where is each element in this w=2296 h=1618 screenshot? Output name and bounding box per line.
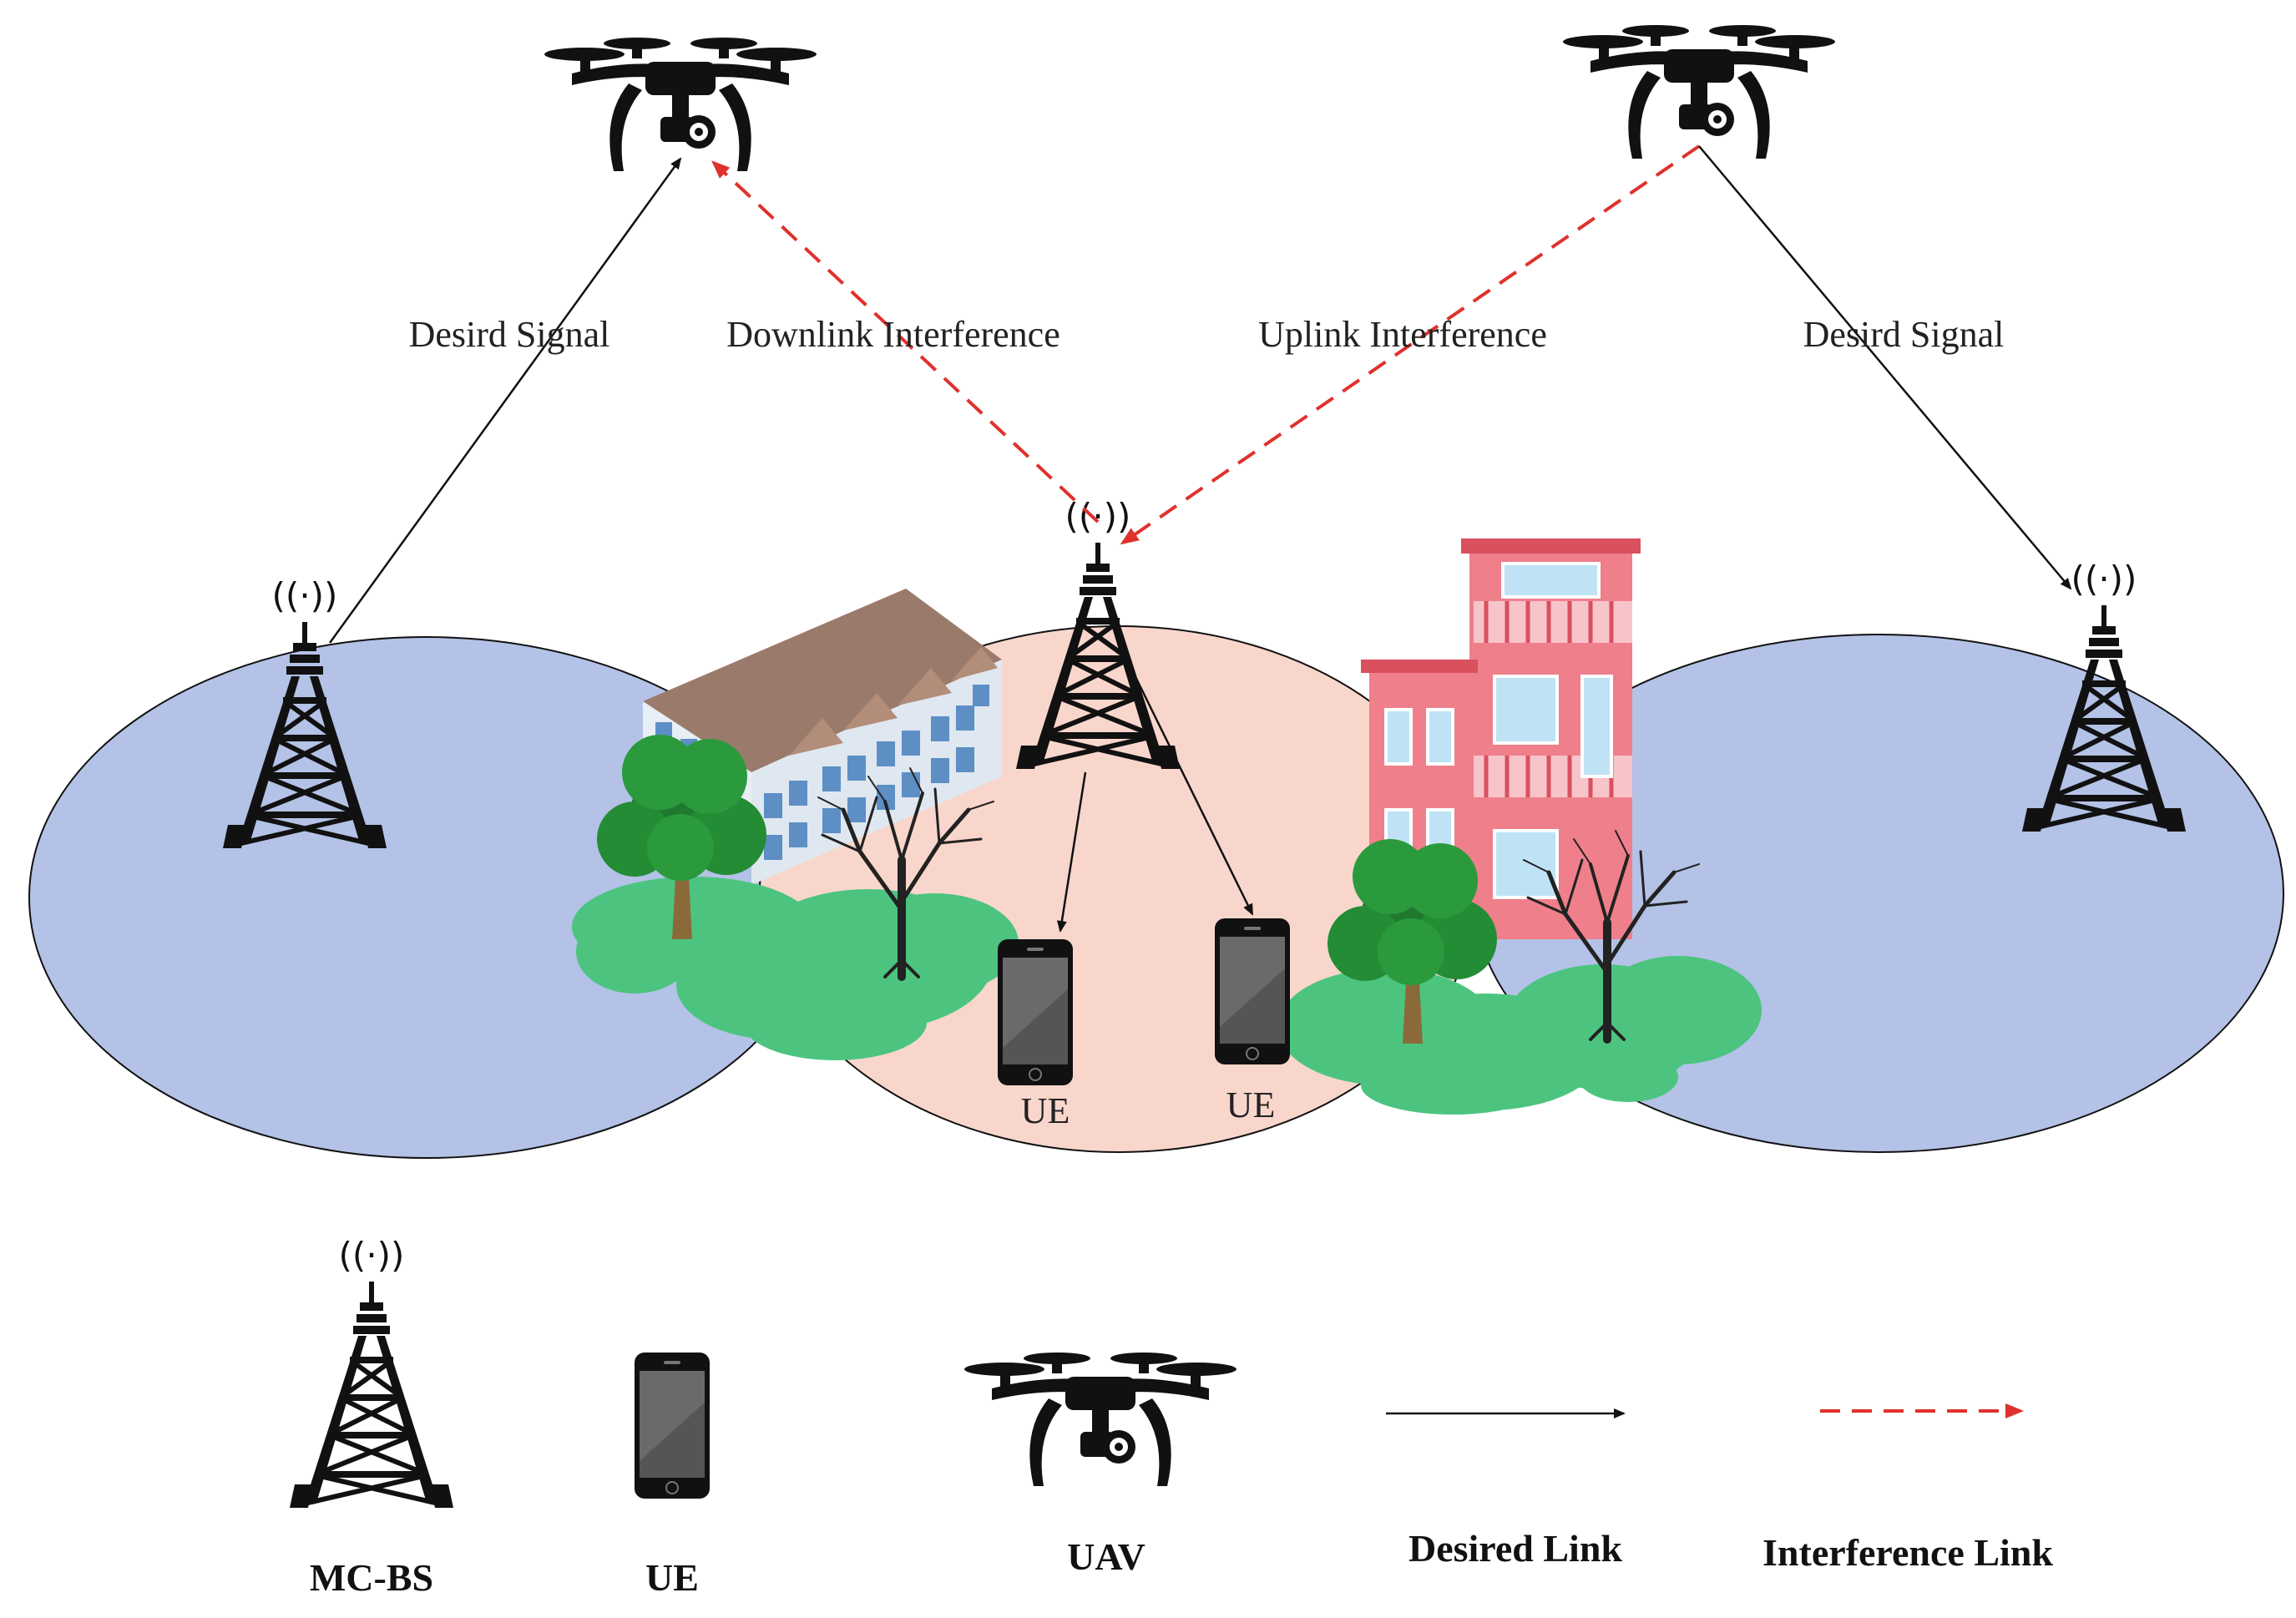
downlink-interference-label: Downlink Interference bbox=[726, 314, 1059, 355]
legend-ue-icon bbox=[634, 1352, 711, 1499]
legend-ue-label: UE bbox=[645, 1556, 699, 1599]
legend-desired-link-label: Desired Link bbox=[1408, 1527, 1622, 1570]
desired-signal-right-label: Desird Signal bbox=[1803, 314, 2005, 355]
ue-link-right bbox=[1117, 642, 1254, 916]
ue-link-left bbox=[1056, 771, 1087, 933]
legend: MC-BS UE UAV Desired Link Interference L… bbox=[290, 1235, 2053, 1599]
ue-label-left: UE bbox=[1021, 1090, 1070, 1131]
downlink-interference-link bbox=[711, 160, 1100, 523]
ue-label-right: UE bbox=[1226, 1085, 1276, 1125]
uplink-interference-link bbox=[1120, 144, 1701, 545]
legend-interference-link-label: Interference Link bbox=[1762, 1531, 2053, 1574]
desired-link-right bbox=[1698, 145, 2072, 590]
desired-link-left bbox=[328, 157, 682, 644]
ue-phone-icon bbox=[997, 938, 1074, 1086]
uav-drone-icon bbox=[1563, 25, 1835, 159]
legend-mc-bs-icon bbox=[290, 1235, 453, 1508]
ue-phone-icon bbox=[1214, 918, 1291, 1065]
grass-left bbox=[572, 877, 1019, 1060]
legend-uav-icon bbox=[964, 1353, 1237, 1486]
grass-right bbox=[1277, 956, 1762, 1115]
legend-mc-bs-label: MC-BS bbox=[310, 1556, 433, 1599]
uav-drone-icon bbox=[544, 38, 817, 171]
legend-uav-label: UAV bbox=[1067, 1535, 1145, 1578]
desired-signal-left-label: Desird Signal bbox=[409, 314, 610, 355]
uplink-interference-label: Uplink Interference bbox=[1258, 314, 1547, 355]
